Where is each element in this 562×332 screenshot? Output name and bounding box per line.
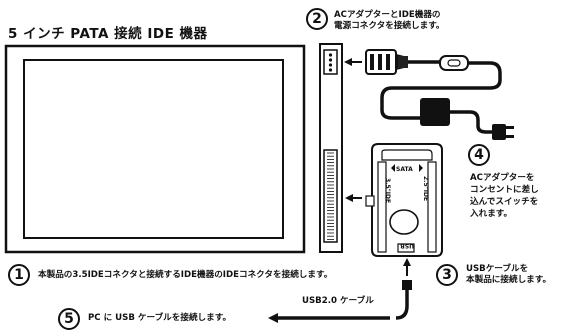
pc-arrow <box>268 313 390 323</box>
power-connector <box>365 49 408 75</box>
step-5-text: PC に USB ケーブルを接続します。 <box>88 313 232 323</box>
adapter-label-ide35: 3.5"IDE <box>384 178 391 203</box>
usb-insert-arrow <box>403 258 411 276</box>
power-insert-arrow <box>344 58 362 66</box>
drive-ide-connector <box>323 149 338 243</box>
step-4-text: ACアダプターを コンセントに差し 込んでスイッチを 入れます。 <box>470 172 539 220</box>
power-cable <box>380 61 502 120</box>
ac-adapter-brick <box>420 98 450 126</box>
step-3-line-1: USBケーブルを <box>466 264 529 274</box>
step-2-line-1: ACアダプターとIDE機器の <box>334 10 441 20</box>
usb-cable <box>395 290 409 320</box>
ide-insert-arrow <box>345 194 362 202</box>
step-4-line-2: コンセントに差し <box>470 185 539 195</box>
step-2-circle: 2 <box>306 8 328 30</box>
step-4-line-3: 込んでスイッチを <box>470 197 539 207</box>
step-3-text: USBケーブルを 本製品に接続します。 <box>466 264 551 286</box>
page-title: 5 インチ PATA 接続 IDE 機器 <box>8 26 208 42</box>
step-4-line-4: 入れます。 <box>470 209 513 219</box>
step-3-circle: 3 <box>436 264 458 286</box>
drive-panel <box>23 59 284 239</box>
step-1-circle: 1 <box>8 264 30 286</box>
adapter-board <box>365 143 443 257</box>
ac-plug <box>492 124 514 140</box>
usb-cable-label: USB2.0 ケーブル <box>302 296 374 306</box>
step-2-text: ACアダプターとIDE機器の 電源コネクタを接続します。 <box>334 10 445 32</box>
step-3-line-2: 本製品に接続します。 <box>466 275 552 285</box>
adapter-label-ide25: 2.5"IDE <box>422 176 429 201</box>
step-4-line-1: ACアダプターを <box>470 173 535 183</box>
drive-power-socket <box>323 49 338 75</box>
usb-plug <box>402 280 412 290</box>
adapter-label-usb: USB <box>400 242 414 249</box>
step-1-text: 本製品の3.5IDEコネクタと接続するIDE機器のIDEコネクタを接続します。 <box>38 270 333 280</box>
step-5-circle: 5 <box>58 308 80 330</box>
adapter-label-sata: SATA <box>396 166 413 173</box>
step-4-circle: 4 <box>468 144 490 166</box>
step-2-line-2: 電源コネクタを接続します。 <box>334 21 445 31</box>
cable-ferrite <box>439 55 469 71</box>
